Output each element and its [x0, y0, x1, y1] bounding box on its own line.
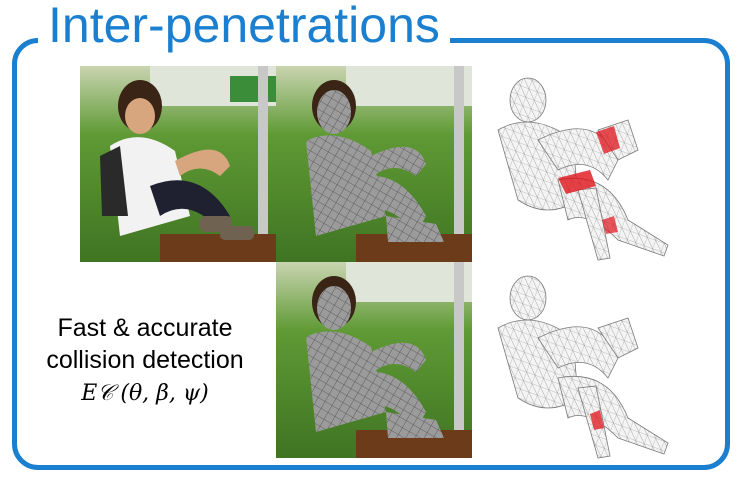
caption-formula: E𝒞 (θ, β, ψ) — [81, 381, 209, 406]
section-title: Inter-penetrations — [38, 0, 450, 56]
fitted-mesh-overlay-top — [276, 66, 472, 262]
input-photo — [80, 66, 276, 262]
caption-line-2: collision detection — [46, 346, 244, 374]
fitted-mesh-overlay-bottom — [276, 262, 472, 458]
mesh-render-with-collisions — [478, 70, 694, 266]
caption: Fast & accurate collision detection E𝒞 (… — [20, 312, 270, 412]
caption-line-1: Fast & accurate — [57, 314, 233, 342]
mesh-render-resolved — [478, 268, 694, 464]
